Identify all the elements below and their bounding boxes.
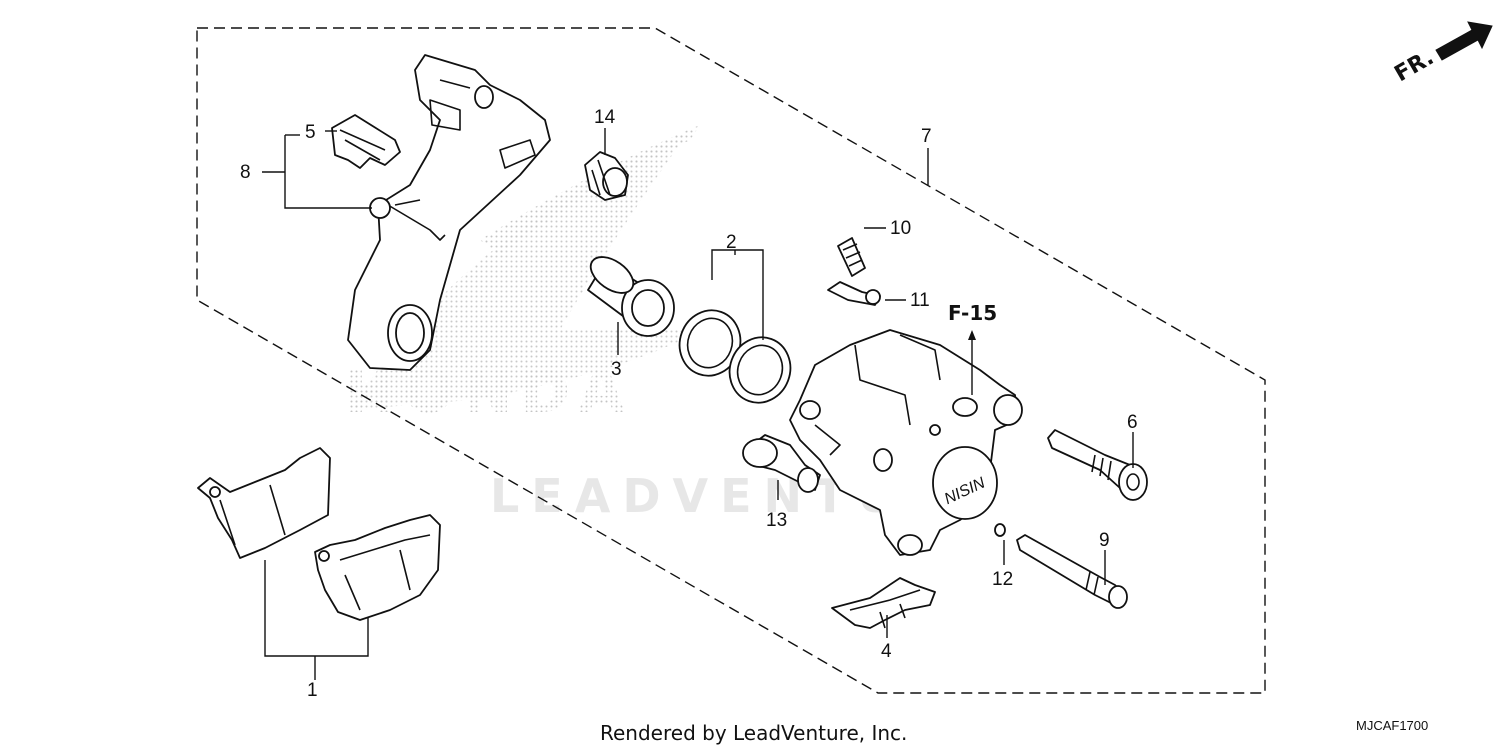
leader-lines bbox=[262, 128, 1134, 680]
callout-14: 14 bbox=[594, 107, 616, 128]
callout-12: 12 bbox=[992, 569, 1013, 590]
footer-credit: Rendered by LeadVenture, Inc. bbox=[600, 721, 907, 745]
front-direction-arrow: FR. bbox=[1391, 21, 1493, 87]
callout-13: 13 bbox=[766, 510, 787, 531]
callout-7: 7 bbox=[921, 126, 932, 147]
fr-label: FR. bbox=[1391, 45, 1439, 87]
pad-retainer-clip bbox=[331, 114, 401, 169]
caliper-piston bbox=[587, 256, 675, 337]
reference-f15: F-15 bbox=[948, 301, 997, 325]
callout-5: 5 bbox=[305, 122, 316, 143]
caliper-bracket bbox=[347, 54, 551, 371]
callout-4: 4 bbox=[881, 641, 892, 662]
caliper-body: NISIN bbox=[789, 329, 1023, 556]
bleeder-screw bbox=[837, 237, 866, 277]
callout-11: 11 bbox=[910, 290, 930, 311]
brake-pad-set bbox=[197, 447, 441, 621]
caliper-bolt bbox=[742, 434, 821, 493]
pin-bolt-b bbox=[1016, 534, 1128, 609]
piston-boot bbox=[584, 151, 629, 201]
piston-seal-set bbox=[678, 309, 792, 404]
callout-2: 2 bbox=[726, 232, 737, 253]
diagram-code: MJCAF1700 bbox=[1356, 718, 1428, 733]
pin-bolt-a bbox=[1047, 429, 1148, 501]
callout-8: 8 bbox=[240, 162, 251, 183]
callout-1: 1 bbox=[307, 680, 318, 701]
callout-10: 10 bbox=[890, 218, 911, 239]
callout-9: 9 bbox=[1099, 530, 1110, 551]
callout-3: 3 bbox=[611, 359, 622, 380]
washer bbox=[994, 523, 1006, 537]
honda-wing-watermark: HONDA bbox=[345, 125, 700, 427]
callouts: 1 2 3 4 5 6 7 8 9 10 11 12 13 14 F-15 bbox=[240, 107, 1138, 701]
callout-6: 6 bbox=[1127, 412, 1138, 433]
bleeder-cap bbox=[827, 281, 881, 306]
pad-spring bbox=[831, 577, 936, 629]
